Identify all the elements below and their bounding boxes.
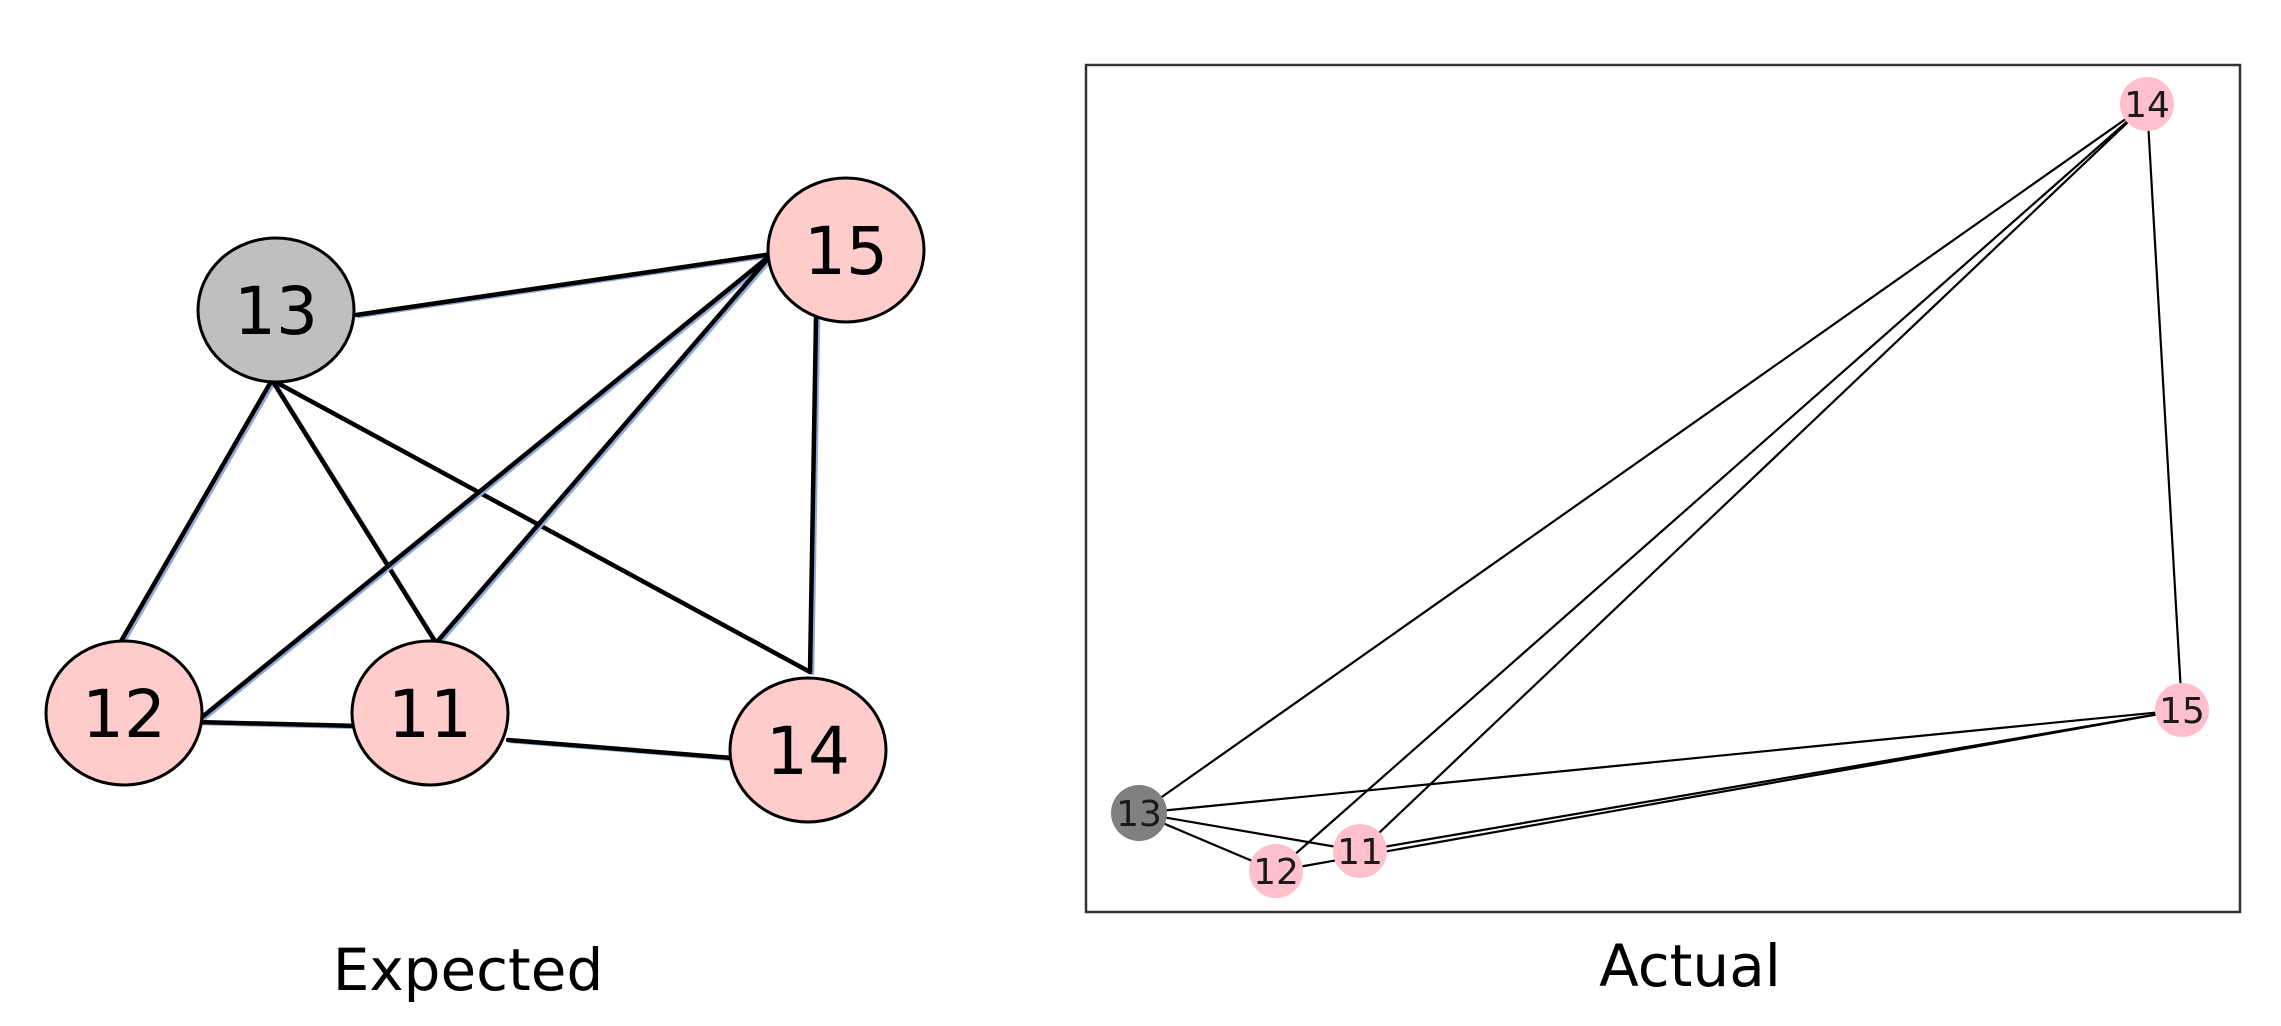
expected-edges: [117, 251, 821, 762]
expected-edge-shadow: [197, 254, 777, 726]
expected-node-15: 15: [766, 176, 926, 324]
actual-node-label: 11: [1337, 832, 1383, 873]
actual-node-15: 15: [2155, 683, 2209, 737]
expected-node-circle: [728, 676, 888, 824]
expected-nodes: 13 15 12 11 14: [44, 176, 926, 824]
expected-node-11: 11: [350, 639, 510, 787]
expected-edge-shadow: [437, 254, 777, 647]
actual-nodes: 14 15 13 12 11: [1111, 77, 2209, 898]
actual-node-label: 15: [2159, 691, 2205, 732]
actual-node-circle: [2120, 77, 2174, 131]
expected-graph-panel: 13 15 12 11 14 Expected: [44, 176, 926, 1004]
actual-node-label: 12: [1253, 852, 1299, 893]
actual-node-14: 14: [2120, 77, 2174, 131]
expected-node-label: 12: [82, 676, 166, 753]
expected-node-label: 14: [766, 713, 850, 790]
expected-edge-15-12: [193, 251, 775, 725]
actual-node-label: 14: [2124, 85, 2170, 126]
expected-node-circle: [350, 639, 510, 787]
actual-edge-14-15: [2145, 103, 2184, 711]
expected-edge-12-11: [193, 719, 363, 729]
actual-node-13: 13: [1111, 785, 1167, 841]
actual-edge-14-11: [1359, 103, 2148, 852]
actual-node-11: 11: [1333, 824, 1387, 878]
expected-node-label: 15: [804, 213, 888, 290]
expected-edge-shadow: [121, 380, 277, 647]
actual-caption: Actual: [1599, 932, 1781, 1000]
expected-edge-15-11: [433, 251, 775, 646]
expected-node-13: 13: [196, 236, 356, 384]
expected-edge-13-11: [269, 377, 439, 646]
expected-edge-shadow: [811, 318, 821, 676]
actual-edge-14-12: [1275, 103, 2148, 872]
actual-graph-panel: 14 15 13 12 11 Actual: [1084, 63, 2242, 1000]
expected-edge-11-14: [505, 737, 735, 761]
actual-edge-13-14: [1138, 103, 2148, 814]
expected-edge-13-15: [353, 251, 775, 318]
expected-node-circle: [766, 176, 926, 324]
expected-node-circle: [196, 236, 356, 384]
actual-edge-13-15: [1138, 708, 2183, 815]
expected-edge-13-12: [117, 377, 275, 646]
actual-node-12: 12: [1249, 844, 1303, 898]
expected-caption: Expected: [333, 936, 604, 1004]
expected-node-circle: [44, 639, 204, 787]
expected-node-14: 14: [728, 676, 888, 824]
actual-node-circle: [2155, 683, 2209, 737]
actual-plot-frame: [1084, 63, 2242, 914]
actual-edge-11-15: [1359, 708, 2183, 853]
actual-edges: [1138, 103, 2184, 873]
expected-node-label: 13: [234, 273, 318, 350]
actual-edge-13-11: [1138, 811, 1361, 853]
expected-edge-shadow: [357, 254, 777, 319]
actual-node-circle: [1249, 844, 1303, 898]
actual-node-circle: [1111, 785, 1167, 841]
expected-node-12: 12: [44, 639, 204, 787]
expected-node-label: 11: [388, 676, 472, 753]
actual-node-label: 13: [1116, 794, 1162, 835]
actual-node-circle: [1333, 824, 1387, 878]
expected-edge-15-14: [807, 315, 819, 675]
